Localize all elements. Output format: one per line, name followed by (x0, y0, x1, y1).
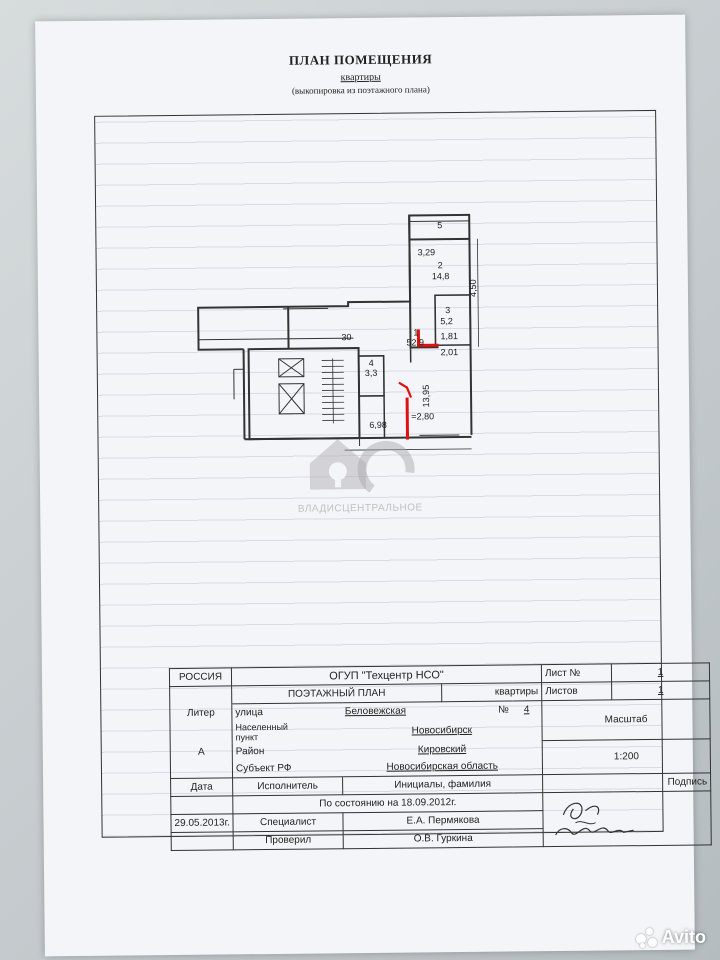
stamp-number-value: 4 (511, 700, 542, 719)
stamp-sheets-value: 1 (611, 680, 710, 700)
stamp-number-label: № (441, 700, 512, 720)
wall-upper-left (197, 215, 412, 351)
watermark-logo-icon (309, 439, 415, 493)
stamp-initials-label: Инициалы, фамилия (342, 774, 543, 795)
avito-logo-icon (635, 927, 658, 948)
label-dim-201: 2,01 (441, 347, 459, 357)
label-dim-280: =2,80 (411, 411, 434, 421)
wall-bottom (244, 435, 472, 441)
stamp-street-label: улица (231, 702, 342, 722)
watermark-text: ВЛАДИСЦЕНТРАЛЬНОЕ (297, 502, 423, 515)
room3-outline (434, 294, 472, 347)
label-room4-number: 4 (369, 358, 374, 368)
stamp-subject-label: Субъект РФ (232, 759, 343, 778)
document-sheet: ПЛАН ПОМЕЩЕНИЯ квартиры (выкопировка из … (35, 14, 712, 957)
label-room3-area: 5,2 (440, 316, 453, 326)
label-room2-area: 14,8 (432, 271, 450, 281)
handwritten-signature-icon (555, 802, 634, 836)
stamp-checked-name: О.В. Гуркина (343, 828, 544, 849)
label-room3-dim: 1,81 (440, 331, 458, 341)
label-dim-30: 30 (341, 332, 351, 342)
avito-watermark: Avito (635, 927, 706, 948)
stamp-signature-label: Подпись (542, 772, 711, 793)
stamp-specialist-name: Е.А. Пермякова (342, 810, 544, 831)
stamp-sheet-label: Лист № (541, 663, 612, 683)
stamp-executor-label: Исполнитель (232, 776, 343, 796)
stamp-sheets-label: Листов (541, 681, 612, 701)
label-balcony-number: 5 (437, 220, 442, 230)
stamp-scale-label: Масштаб (541, 698, 711, 741)
red-annotation (398, 329, 439, 440)
stamp-sheet-value: 1 (611, 662, 710, 682)
stamp-district-label: Район (232, 742, 343, 761)
stamp-subject-value: Новосибирская область (342, 757, 543, 777)
stamp-country: РОССИЯ (169, 667, 232, 687)
watermark: ВЛАДИСЦЕНТРАЛЬНОЕ (269, 432, 450, 515)
stamp-scale-value: 1:200 (542, 738, 711, 775)
title-block: РОССИЯ ОГУП "Техцентр НСО" Лист № 1 ПОЭТ… (169, 662, 712, 851)
stamp-row: По состоянию на 18.09.2012г. (170, 790, 712, 847)
stamp-specialist-label: Специалист (232, 812, 344, 832)
stamp-date-value: 29.05.2013г. (170, 813, 234, 833)
label-room1-number: 1 (413, 327, 418, 337)
avito-brand-name: Avito (661, 927, 706, 947)
label-room1-area: 52,9 (406, 337, 424, 347)
stamp-signature-cell (542, 790, 712, 847)
stamp-settlement-label-1: Населенный (235, 721, 288, 733)
floor-plan: 5 3,29 2 14,8 4,50 3 5,2 1,81 1 52,9 2,0… (197, 213, 479, 451)
stamp-date-label: Дата (170, 777, 233, 797)
stamp-liter-label: Литер (169, 703, 232, 723)
label-balcony-width: 3,29 (418, 247, 436, 257)
label-dim-698: 6,98 (369, 420, 387, 430)
label-room3-number: 3 (445, 305, 450, 315)
stamp-plan-object: квартиры (441, 682, 542, 702)
label-dim-1395: 13,95 (421, 385, 431, 408)
stamp-settlement-value: Новосибирск (341, 718, 543, 743)
stamp-checked-label: Проверил (233, 830, 344, 850)
stamp-plan-type: ПОЭТАЖНЫЙ ПЛАН (231, 683, 442, 704)
room4-outline (357, 354, 385, 397)
stamp-district-value: Кировский (342, 740, 543, 760)
stamp-liter-value: А (170, 743, 233, 762)
stamp-street-value: Беловежская (341, 701, 442, 721)
label-room4-area: 3,3 (365, 368, 378, 378)
label-room2-number: 2 (438, 260, 443, 270)
label-room2-dim: 4,50 (468, 279, 478, 297)
stamp-settlement-label-2: пункт (235, 732, 259, 743)
